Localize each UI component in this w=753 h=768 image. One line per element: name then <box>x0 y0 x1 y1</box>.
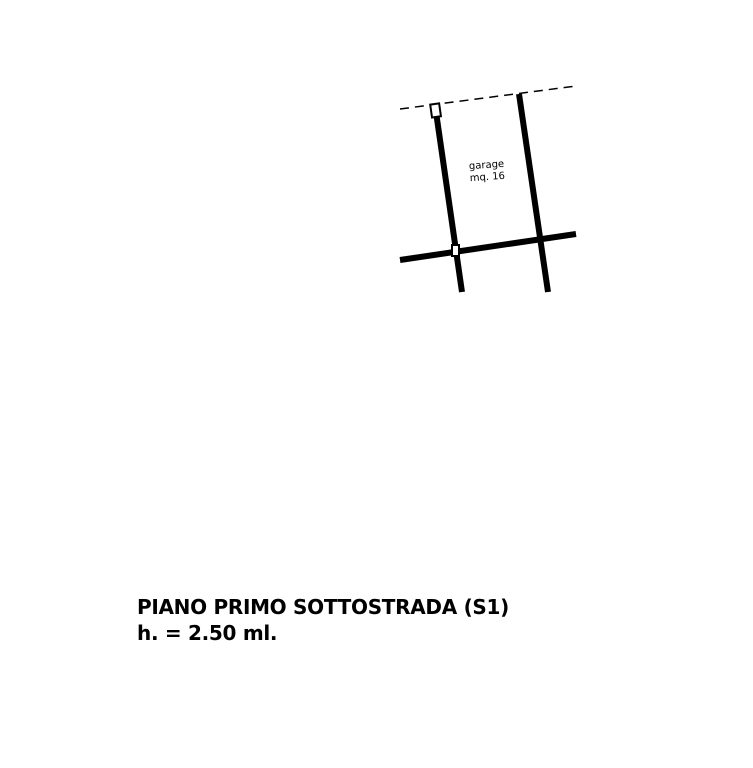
column-marker-junction <box>451 244 460 257</box>
room-label: garage mq. 16 <box>461 158 513 185</box>
wall-front <box>399 231 577 263</box>
property-boundary-dashed-line <box>399 85 577 110</box>
wall-right <box>516 93 551 293</box>
floor-height: h. = 2.50 ml. <box>137 621 278 645</box>
drawing-caption: PIANO PRIMO SOTTOSTRADA (S1) h. = 2.50 m… <box>137 594 509 646</box>
wall-left <box>433 111 465 293</box>
column-marker-top <box>429 102 443 119</box>
floor-title: PIANO PRIMO SOTTOSTRADA (S1) <box>137 595 509 619</box>
